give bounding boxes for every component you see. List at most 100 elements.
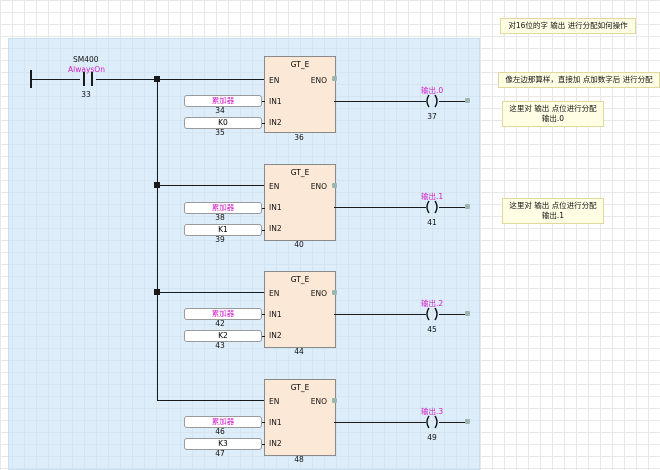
- pin-eno: ENO: [310, 182, 327, 191]
- in1-wire: [262, 101, 265, 102]
- contact-wire-right: [96, 79, 264, 80]
- eno-connector[interactable]: [332, 76, 337, 81]
- contact-wire-left: [32, 79, 80, 80]
- in2-step: 39: [215, 235, 225, 244]
- in1-step: 46: [215, 427, 225, 436]
- in2-step: 43: [215, 341, 225, 350]
- pin-en: EN: [269, 397, 280, 406]
- pin-eno: ENO: [310, 289, 327, 298]
- right-rail-connector[interactable]: [465, 98, 470, 103]
- pin-in2: IN2: [269, 224, 282, 233]
- eno-connector[interactable]: [332, 398, 337, 403]
- in2-wire: [262, 444, 265, 445]
- output-label: 输出.1: [421, 192, 444, 201]
- block-step: 44: [294, 347, 304, 356]
- in1-step: 42: [215, 319, 225, 328]
- output-label: 输出.0: [421, 86, 444, 95]
- in2-operand[interactable]: K0: [184, 117, 262, 129]
- in1-operand[interactable]: 累加器: [184, 416, 262, 428]
- in2-operand[interactable]: K1: [184, 224, 262, 236]
- output-coil-2[interactable]: [425, 307, 439, 321]
- comment-line: 输出.1: [541, 211, 565, 220]
- comment-line: 这里对 输出 点位进行分配: [509, 201, 597, 210]
- output-step: 37: [427, 112, 437, 121]
- pin-en: EN: [269, 76, 280, 85]
- block-title: GT_E: [290, 168, 310, 177]
- ladder-region: [8, 38, 480, 470]
- branch-wire-2: [157, 185, 264, 186]
- output-wire: [334, 101, 426, 102]
- output-coil-0[interactable]: [425, 94, 439, 108]
- right-rail-connector[interactable]: [465, 311, 470, 316]
- branch-wire-4: [157, 400, 264, 401]
- comment-line: 这里对 输出 点位进行分配: [509, 104, 597, 113]
- coil-wire: [439, 314, 465, 315]
- pin-in2: IN2: [269, 331, 282, 340]
- power-rail: [30, 70, 32, 88]
- comment-box-1[interactable]: 对16位的字 输出 进行分配如何操作: [500, 18, 636, 34]
- block-step: 36: [294, 133, 304, 142]
- contact-step: 33: [81, 90, 91, 99]
- in2-wire: [262, 336, 265, 337]
- pin-en: EN: [269, 182, 280, 191]
- in2-step: 47: [215, 449, 225, 458]
- block-title: GT_E: [290, 60, 310, 69]
- eno-connector[interactable]: [332, 183, 337, 188]
- coil-wire: [439, 422, 465, 423]
- pin-in1: IN1: [269, 97, 282, 106]
- comment-line: 输出.0: [541, 114, 565, 123]
- gt-e-block-3[interactable]: GT_E EN ENO IN1 IN2: [264, 379, 336, 456]
- output-step: 41: [427, 218, 437, 227]
- pin-eno: ENO: [310, 397, 327, 406]
- in1-step: 38: [215, 213, 225, 222]
- in1-operand[interactable]: 累加器: [184, 95, 262, 107]
- comment-box-3[interactable]: 这里对 输出 点位进行分配 输出.0: [502, 101, 604, 127]
- junction-node-1: [154, 76, 160, 82]
- gt-e-block-1[interactable]: GT_E EN ENO IN1 IN2: [264, 164, 336, 241]
- in2-wire: [262, 230, 265, 231]
- output-wire: [334, 422, 426, 423]
- pin-en: EN: [269, 289, 280, 298]
- contact-address: SM400: [73, 55, 99, 64]
- output-label: 输出.3: [421, 407, 444, 416]
- right-rail-connector[interactable]: [465, 204, 470, 209]
- pin-in1: IN1: [269, 418, 282, 427]
- output-wire: [334, 314, 426, 315]
- comment-box-4[interactable]: 这里对 输出 点位进行分配 输出.1: [502, 198, 604, 224]
- output-label: 输出.2: [421, 299, 444, 308]
- block-step: 40: [294, 240, 304, 249]
- output-step: 45: [427, 325, 437, 334]
- gt-e-block-0[interactable]: GT_E EN ENO IN1 IN2: [264, 56, 336, 133]
- pin-eno: ENO: [310, 76, 327, 85]
- in1-wire: [262, 208, 265, 209]
- contact-comment: AlwaysOn: [68, 65, 105, 74]
- coil-wire: [439, 101, 465, 102]
- output-wire: [334, 207, 426, 208]
- block-step: 48: [294, 455, 304, 464]
- in1-wire: [262, 422, 265, 423]
- in2-step: 35: [215, 128, 225, 137]
- block-title: GT_E: [290, 275, 310, 284]
- pin-in2: IN2: [269, 118, 282, 127]
- gt-e-block-2[interactable]: GT_E EN ENO IN1 IN2: [264, 271, 336, 348]
- pin-in1: IN1: [269, 310, 282, 319]
- branch-wire-3: [157, 292, 264, 293]
- in1-wire: [262, 314, 265, 315]
- branch-bus: [157, 79, 158, 400]
- output-step: 49: [427, 433, 437, 442]
- in2-operand[interactable]: K2: [184, 330, 262, 342]
- output-coil-3[interactable]: [425, 415, 439, 429]
- right-rail-connector[interactable]: [465, 419, 470, 424]
- output-coil-1[interactable]: [425, 200, 439, 214]
- pin-in1: IN1: [269, 203, 282, 212]
- block-title: GT_E: [290, 383, 310, 392]
- in1-operand[interactable]: 累加器: [184, 202, 262, 214]
- in1-step: 34: [215, 106, 225, 115]
- pin-in2: IN2: [269, 439, 282, 448]
- coil-wire: [439, 207, 465, 208]
- in2-operand[interactable]: K3: [184, 438, 262, 450]
- in1-operand[interactable]: 累加器: [184, 308, 262, 320]
- eno-connector[interactable]: [332, 290, 337, 295]
- comment-box-2[interactable]: 像左边那算样，直接加 点加数字后 进行分配: [498, 72, 660, 88]
- contact-always-on[interactable]: [80, 72, 96, 86]
